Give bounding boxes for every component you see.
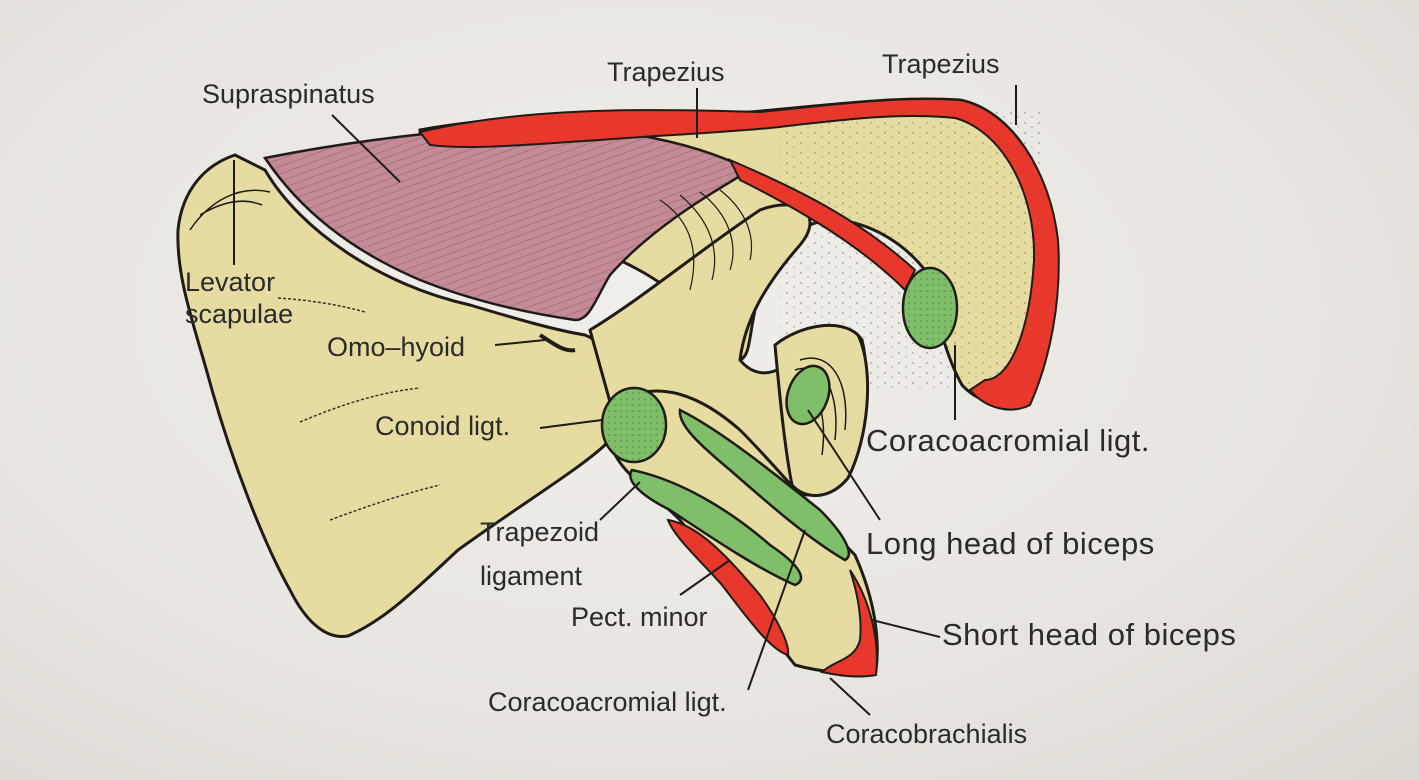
label-trapezius-1: Trapezius <box>607 57 725 87</box>
label-long-head: Long head of biceps <box>866 526 1155 561</box>
trapezoid-green <box>629 468 803 587</box>
leader-lines <box>233 85 1017 716</box>
label-pect-minor: Pect. minor <box>571 602 708 632</box>
label-trapezoid-1: Trapezoid <box>480 517 600 547</box>
trapezius-insertion <box>418 97 1060 411</box>
long-head-green <box>785 364 831 426</box>
label-levator-1: Levator <box>185 267 276 297</box>
label-coracobrachialis: Coracobrachialis <box>826 719 1028 749</box>
label-supraspinatus: Supraspinatus <box>202 79 375 109</box>
label-trapezius-2: Trapezius <box>882 49 1000 79</box>
short-head-red <box>819 569 878 678</box>
label-coracoacromial-bottom: Coracoacromial ligt. <box>488 687 727 717</box>
label-short-head: Short head of biceps <box>942 617 1237 652</box>
label-trapezoid-2: ligament <box>480 561 583 591</box>
pect-minor-red <box>666 518 790 657</box>
upper-green-strip <box>678 408 851 562</box>
label-omohyoid: Omo–hyoid <box>327 332 466 362</box>
label-conoid: Conoid ligt. <box>375 411 511 441</box>
label-levator-2: scapulae <box>185 299 294 329</box>
label-coracoacromial-right: Coracoacromial ligt. <box>866 423 1150 458</box>
scapula-body <box>176 153 628 638</box>
